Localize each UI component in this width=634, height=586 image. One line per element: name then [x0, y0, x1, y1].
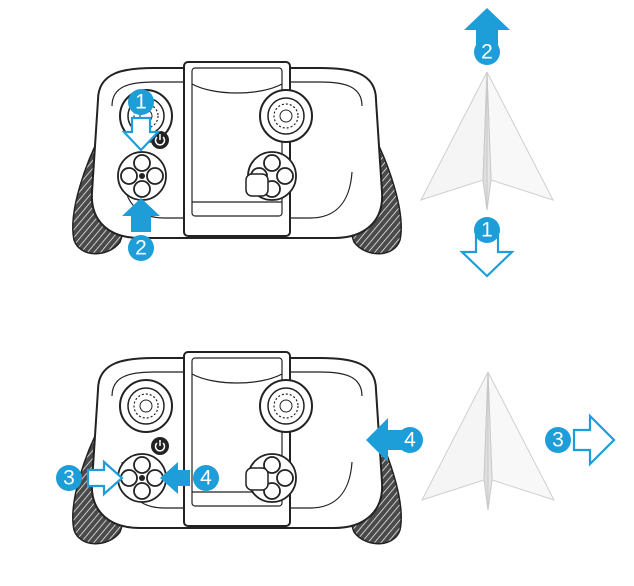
- plane-backward-number: 1: [481, 219, 493, 242]
- gamepad-bottom: [71, 351, 403, 545]
- paper-plane-left-right: 4 3: [366, 371, 616, 511]
- callout-left-number: 3: [63, 467, 75, 490]
- dpad-bottom: [117, 453, 167, 503]
- plane-forward-number: 2: [481, 41, 493, 64]
- callout-left: 3: [56, 459, 124, 497]
- callout-right: 4: [160, 462, 219, 494]
- center-button: [245, 173, 269, 197]
- callout-down: 2: [122, 198, 160, 261]
- gamepad-top: [71, 61, 403, 255]
- plane-left-arrow: 4: [366, 418, 423, 462]
- callout-down-number: 2: [135, 237, 147, 260]
- plane-backward-arrow: 1: [459, 217, 515, 278]
- power-icon: [150, 436, 170, 456]
- plane-forward-arrow: 2: [464, 8, 510, 65]
- plane-right-number: 3: [552, 429, 564, 452]
- dpad-top: [117, 151, 167, 201]
- callout-up: 1: [121, 89, 161, 152]
- bottom-panel: 3 4 4 3: [56, 351, 616, 545]
- paper-plane-forward-back: 2 1: [420, 8, 554, 278]
- callout-right-number: 4: [200, 467, 212, 490]
- plane-left-number: 4: [404, 429, 416, 452]
- callout-up-number: 1: [135, 91, 147, 114]
- center-button: [245, 467, 269, 491]
- top-panel: 1 2 2 1: [71, 8, 554, 278]
- plane-right-arrow: 3: [545, 413, 616, 467]
